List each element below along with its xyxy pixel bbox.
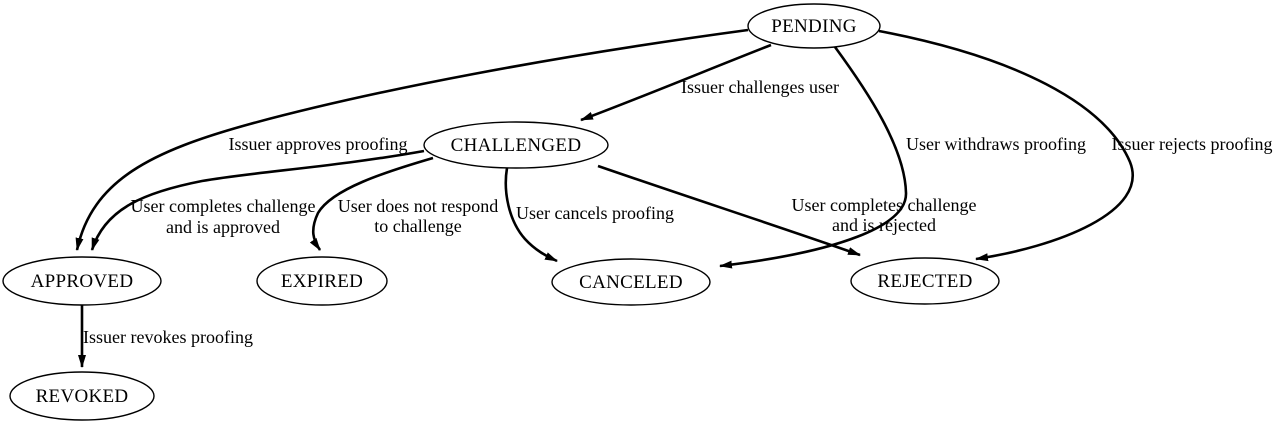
revoked-ellipse [9,371,155,421]
rejected-ellipse [850,257,1000,305]
edge-pending-approved [75,28,749,251]
node-approved: APPROVED [2,256,162,306]
edge-label-issuer-revokes-proofing: Issuer revokes proofing [83,327,253,347]
edge-label-challenged-expired-line1: User does not respond [338,196,498,216]
node-pending: PENDING [747,3,881,49]
revoked-label: REVOKED [36,386,129,407]
node-expired: EXPIRED [256,256,388,306]
edge-challenged-expired [309,156,434,251]
canceled-label: CANCELED [579,272,683,293]
edge-label-issuer-challenges-user: Issuer challenges user [681,77,839,97]
node-revoked: REVOKED [9,371,155,421]
node-challenged: CHALLENGED [423,121,609,169]
expired-label: EXPIRED [281,271,363,292]
edge-label-challenged-rejected-line1: User completes challenge [792,195,977,215]
edge-label-issuer-approves-proofing: Issuer approves proofing [229,134,408,154]
edge-pending-challenged [580,43,772,122]
rejected-label: REJECTED [877,271,972,292]
edge-label-user-withdraws-proofing: User withdraws proofing [906,134,1086,154]
edge-labels: Issuer challenges user Issuer approves p… [83,77,1272,347]
edge-label-user-cancels-proofing: User cancels proofing [516,203,674,223]
edge-pending-canceled [719,46,908,269]
edge-challenged-approved [90,149,425,251]
edge-challenged-canceled [504,167,558,263]
node-canceled: CANCELED [551,258,711,306]
challenged-ellipse [423,121,609,169]
nodes: PENDING CHALLENGED APPROVED EXPIRED CANC… [2,3,1000,421]
canceled-ellipse [551,258,711,306]
edge-pending-rejected [878,29,1134,262]
node-rejected: REJECTED [850,257,1000,305]
approved-label: APPROVED [31,271,134,292]
edge-label-challenged-approved-line1: User completes challenge [131,196,316,216]
edge-label-challenged-approved-line2: and is approved [166,217,280,237]
challenged-label: CHALLENGED [451,135,582,156]
edge-label-challenged-expired-line2: to challenge [374,216,461,236]
edge-label-issuer-rejects-proofing: Issuer rejects proofing [1112,134,1273,154]
pending-ellipse [747,3,881,49]
edge-challenged-rejected [597,164,861,257]
approved-ellipse [2,256,162,306]
expired-ellipse [256,256,388,306]
edge-label-challenged-rejected-line2: and is rejected [832,215,936,235]
edges [75,28,1134,368]
pending-label: PENDING [771,16,857,37]
